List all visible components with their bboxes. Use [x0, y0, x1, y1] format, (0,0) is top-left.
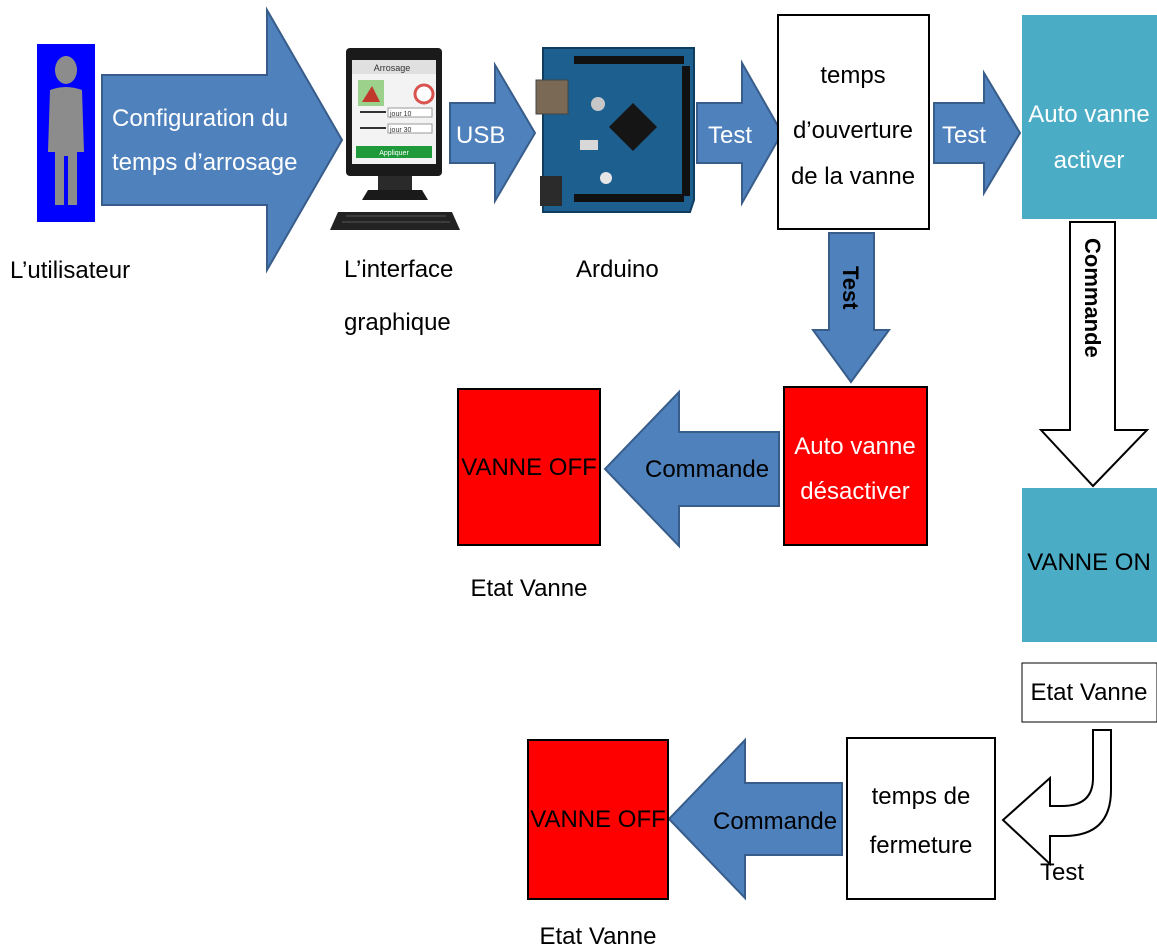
computer-icon: Arrosage jour 10 jour 30 Appliquer [330, 48, 460, 230]
vanne-off-2-state: Etat Vanne [540, 923, 657, 950]
arduino-label: Arduino [576, 256, 659, 283]
usb-arrow-label: USB [456, 122, 505, 149]
config-arrow-line1: Configuration du [112, 105, 288, 132]
test-arrow-down: Test [811, 232, 891, 384]
test-arrow-curved: Test [1001, 729, 1112, 886]
test-arrow-1: Test [696, 59, 784, 207]
test-arrow-1-label: Test [708, 122, 752, 149]
close-time-line2: fermeture [870, 832, 973, 859]
vanne-off-box-1: VANNE OFF [457, 388, 601, 546]
commande-arrow-down-label: Commande [1080, 238, 1105, 358]
test-arrow-2: Test [933, 69, 1022, 197]
auto-off-line1: Auto vanne [794, 433, 915, 460]
open-time-box: temps d’ouverture de la vanne [777, 14, 930, 230]
screen-field2: jour 30 [389, 127, 412, 134]
interface-label-line2: graphique [344, 309, 451, 336]
user-node [37, 44, 95, 222]
person-icon [48, 56, 84, 205]
auto-on-line1: Auto vanne [1028, 101, 1149, 128]
vanne-off-2-label: VANNE OFF [530, 806, 666, 833]
screen-field1: jour 10 [389, 111, 412, 118]
interface-label-line1: L’interface [344, 256, 453, 283]
test-arrow-down-label: Test [838, 266, 863, 310]
auto-off-box: Auto vanne désactiver [783, 386, 928, 546]
commande-arrow-down: Commande [1038, 221, 1150, 488]
vanne-off-1-label: VANNE OFF [461, 454, 597, 481]
open-time-line2: d’ouverture [793, 117, 913, 144]
auto-on-box: Auto vanne activer [1022, 15, 1157, 219]
commande-arrow-1: Commande [603, 389, 780, 549]
auto-on-line2: activer [1054, 147, 1125, 174]
vanne-on-state-box: Etat Vanne [1021, 662, 1157, 723]
vanne-off-1-state: Etat Vanne [471, 575, 588, 602]
test-arrow-2-label: Test [942, 122, 986, 149]
screen-button: Appliquer [379, 150, 409, 157]
commande-arrow-2-label: Commande [713, 808, 837, 835]
user-label: L’utilisateur [10, 257, 130, 284]
screen-title: Arrosage [374, 63, 411, 73]
open-time-line3: de la vanne [791, 163, 915, 190]
vanne-on-state: Etat Vanne [1031, 679, 1148, 706]
commande-arrow-1-label: Commande [645, 456, 769, 483]
vanne-on-label: VANNE ON [1027, 549, 1151, 576]
vanne-on-box: VANNE ON [1022, 488, 1157, 642]
open-time-line1: temps [820, 62, 885, 89]
commande-arrow-2: Commande [667, 737, 843, 901]
vanne-off-box-2: VANNE OFF [527, 739, 669, 900]
close-time-box: temps de fermeture [846, 737, 996, 900]
usb-arrow: USB [449, 61, 537, 205]
close-time-line1: temps de [872, 783, 971, 810]
test-arrow-curved-label: Test [1040, 859, 1084, 886]
arduino-board-icon [535, 47, 695, 213]
config-arrow-line2: temps d’arrosage [112, 149, 297, 176]
config-arrow: Configuration du temps d’arrosage [101, 6, 344, 274]
auto-off-line2: désactiver [800, 478, 909, 505]
